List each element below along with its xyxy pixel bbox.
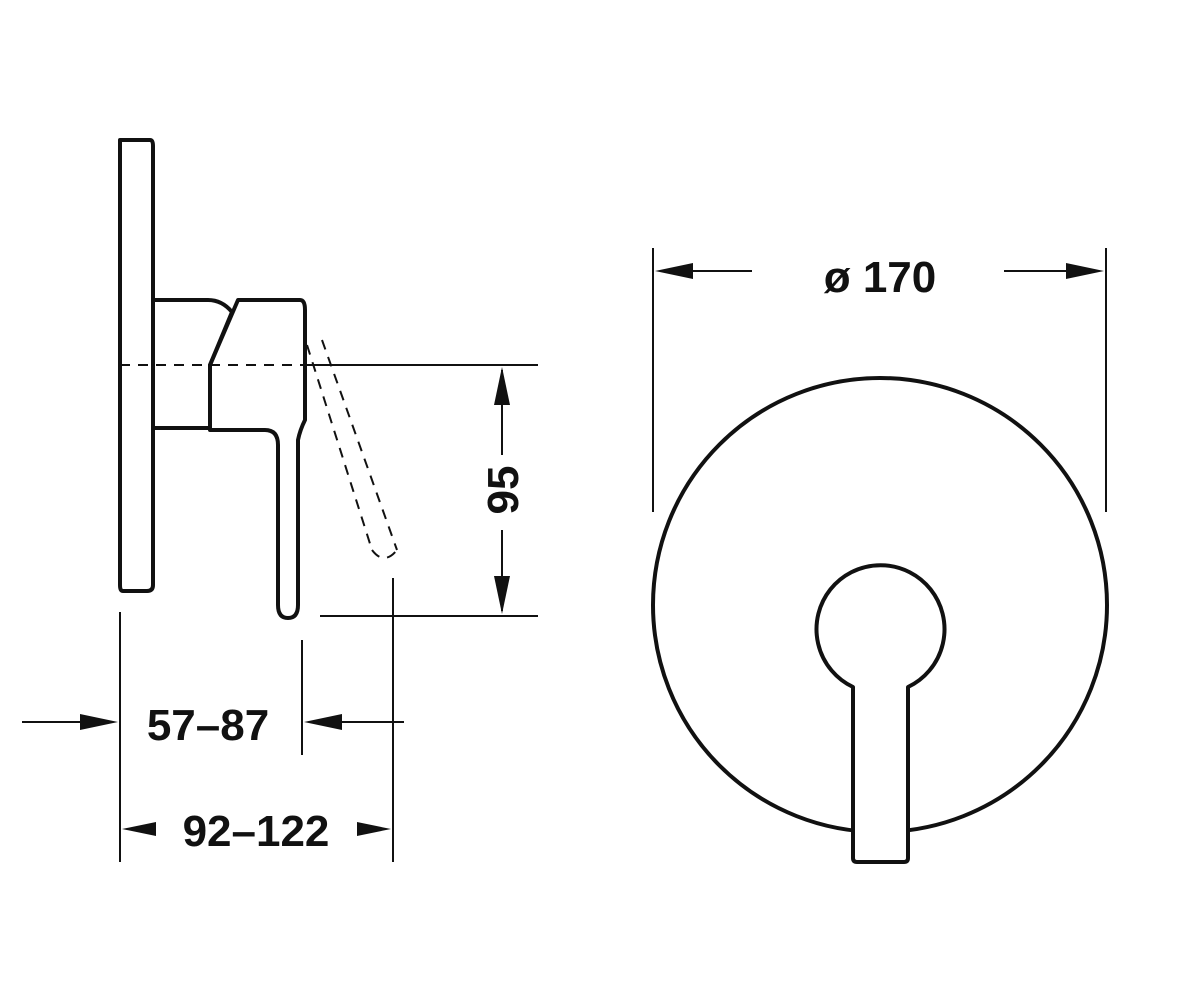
arrowhead-right (357, 822, 391, 836)
dimension-label-57-87: 57–87 (147, 701, 269, 750)
arrowhead-left (122, 822, 156, 836)
arrowhead-right (1066, 263, 1104, 279)
arrowhead-right (80, 714, 118, 730)
arrowhead-left (304, 714, 342, 730)
rosette-profile (118, 138, 155, 593)
arrowhead-left (655, 263, 693, 279)
lever-alternate-position (306, 339, 398, 559)
arrowhead-up (494, 367, 510, 405)
arrowhead-down (494, 576, 510, 614)
front-view (651, 376, 1109, 864)
dimension-92-122: 92–122 (122, 578, 394, 862)
dimension-label-95: 95 (479, 466, 528, 515)
dimension-diameter: ø 170 (652, 248, 1107, 512)
dimension-label-92-122: 92–122 (183, 807, 330, 856)
dimension-label-diameter: ø 170 (824, 253, 937, 302)
lever-front (814, 563, 947, 864)
dimension-95: 95 (308, 364, 538, 617)
lever-handle (208, 298, 307, 620)
side-view (118, 138, 398, 620)
